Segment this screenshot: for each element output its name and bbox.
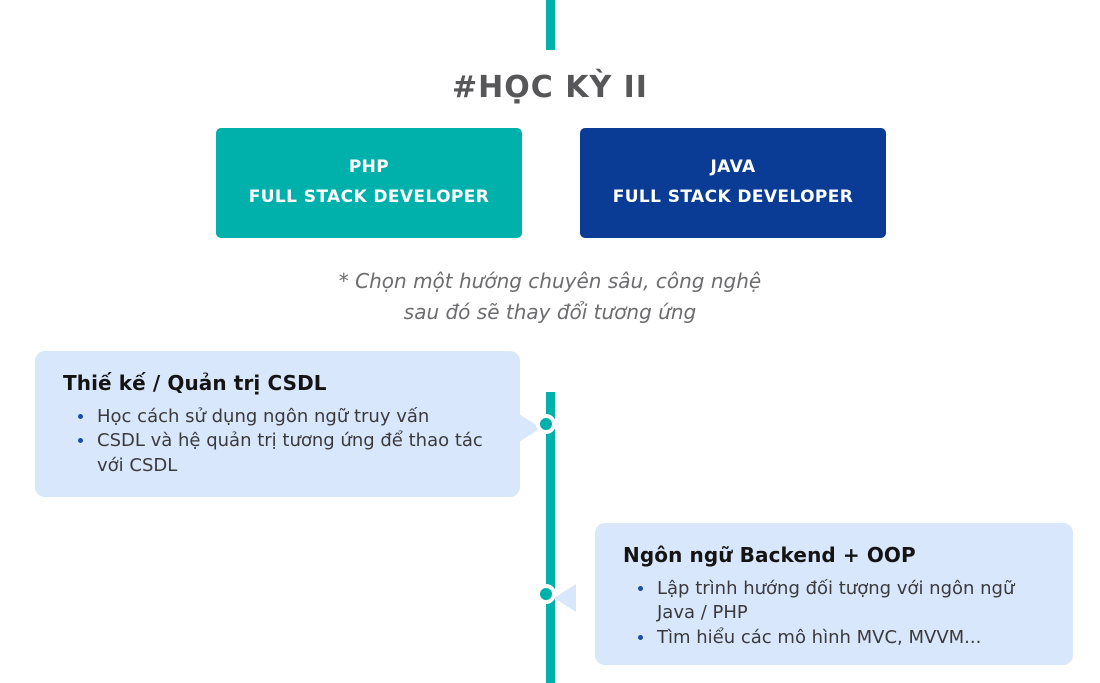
list-item: Lập trình hướng đối tượng với ngôn ngữ J… bbox=[655, 577, 1049, 626]
milestone-card-backend: Ngôn ngữ Backend + OOP Lập trình hướng đ… bbox=[595, 523, 1073, 665]
list-item: CSDL và hệ quản trị tương ứng để thao tá… bbox=[95, 429, 496, 478]
milestone-backend-title: Ngôn ngữ Backend + OOP bbox=[623, 543, 916, 567]
timeline-line bbox=[546, 392, 555, 683]
note-line-1: * Chọn một hướng chuyên sâu, công nghệ bbox=[338, 269, 762, 293]
milestone-database-title: Thiế kế / Quản trị CSDL bbox=[63, 371, 327, 395]
note-line-2: sau đó sẽ thay đổi tương ứng bbox=[403, 300, 697, 324]
timeline-top-segment bbox=[546, 0, 555, 50]
list-item: Tìm hiểu các mô hình MVC, MVVM... bbox=[655, 626, 1049, 650]
list-item: Học cách sử dụng ngôn ngữ truy vấn bbox=[95, 405, 496, 429]
milestone-card-database: Thiế kế / Quản trị CSDL Học cách sử dụng… bbox=[35, 351, 520, 497]
php-track-subtitle: FULL STACK DEVELOPER bbox=[248, 187, 490, 207]
milestone-database-list: Học cách sử dụng ngôn ngữ truy vấn CSDL … bbox=[71, 405, 496, 478]
java-track-name: JAVA bbox=[710, 157, 756, 178]
java-track-subtitle: FULL STACK DEVELOPER bbox=[612, 187, 854, 207]
database-card-pointer bbox=[519, 414, 541, 442]
java-track-box: JAVA FULL STACK DEVELOPER bbox=[580, 128, 886, 238]
php-track-box: PHP FULL STACK DEVELOPER bbox=[216, 128, 522, 238]
milestone-backend-list: Lập trình hướng đối tượng với ngôn ngữ J… bbox=[631, 577, 1049, 650]
timeline-dot-database bbox=[536, 414, 556, 434]
timeline-dot-backend bbox=[536, 584, 556, 604]
track-selection-note: * Chọn một hướng chuyên sâu, công nghệ s… bbox=[0, 266, 1100, 328]
page-title: #HỌC KỲ II bbox=[452, 70, 648, 105]
backend-card-pointer bbox=[554, 584, 576, 612]
php-track-name: PHP bbox=[348, 157, 390, 178]
